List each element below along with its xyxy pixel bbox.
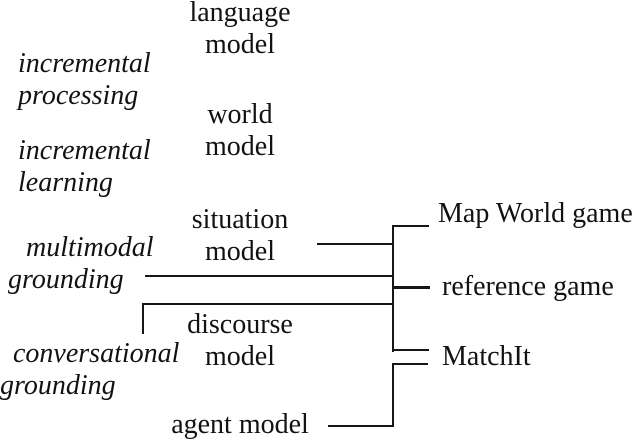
label-agent-model: agent model [155,409,325,441]
connector-mapworld-corner-line [392,225,429,227]
connector-situation-line [317,243,394,245]
label-world-model: world model [155,99,325,163]
connector-multimodal-line [145,275,394,277]
label-world-model-line1: world [207,99,273,130]
label-language-model-line2: model [205,29,275,60]
label-agent-model-line1: agent model [171,409,309,440]
label-conversational-grounding-line2: grounding [0,370,116,401]
label-situation-model-line2: model [205,236,275,267]
label-map-world-game: Map World game [438,198,633,229]
label-incremental-processing-line1: incremental [18,48,151,79]
label-language-model-line1: language [189,0,291,28]
label-discourse-model-line2: model [205,341,275,372]
connector-agent-vertical-line [392,363,394,427]
label-matchit: MatchIt [442,341,531,372]
label-reference-game: reference game [442,271,614,302]
label-multimodal-grounding-line2: grounding [8,264,124,295]
label-conversational-grounding-line1: conversational [13,338,180,369]
label-multimodal-grounding-line1: multimodal [26,232,154,263]
label-language-model: language model [155,0,325,61]
connector-discourse-line [142,303,394,305]
connector-agent-bottom-line [328,425,394,427]
label-situation-model: situation model [155,204,325,268]
label-incremental-learning-line1: incremental [18,135,151,166]
label-incremental-processing-line2: processing [18,80,139,111]
connector-reference-tick-line [392,286,430,289]
connector-matchit-tick-line [392,349,429,351]
connector-agent-bracket-top-line [392,363,428,365]
label-incremental-learning-line2: learning [18,167,113,198]
connector-discourse-leg-line [142,303,144,334]
label-discourse-model: discourse model [155,309,325,373]
label-situation-model-line1: situation [191,204,289,235]
label-discourse-model-line1: discourse [187,309,293,340]
label-world-model-line2: model [205,131,275,162]
